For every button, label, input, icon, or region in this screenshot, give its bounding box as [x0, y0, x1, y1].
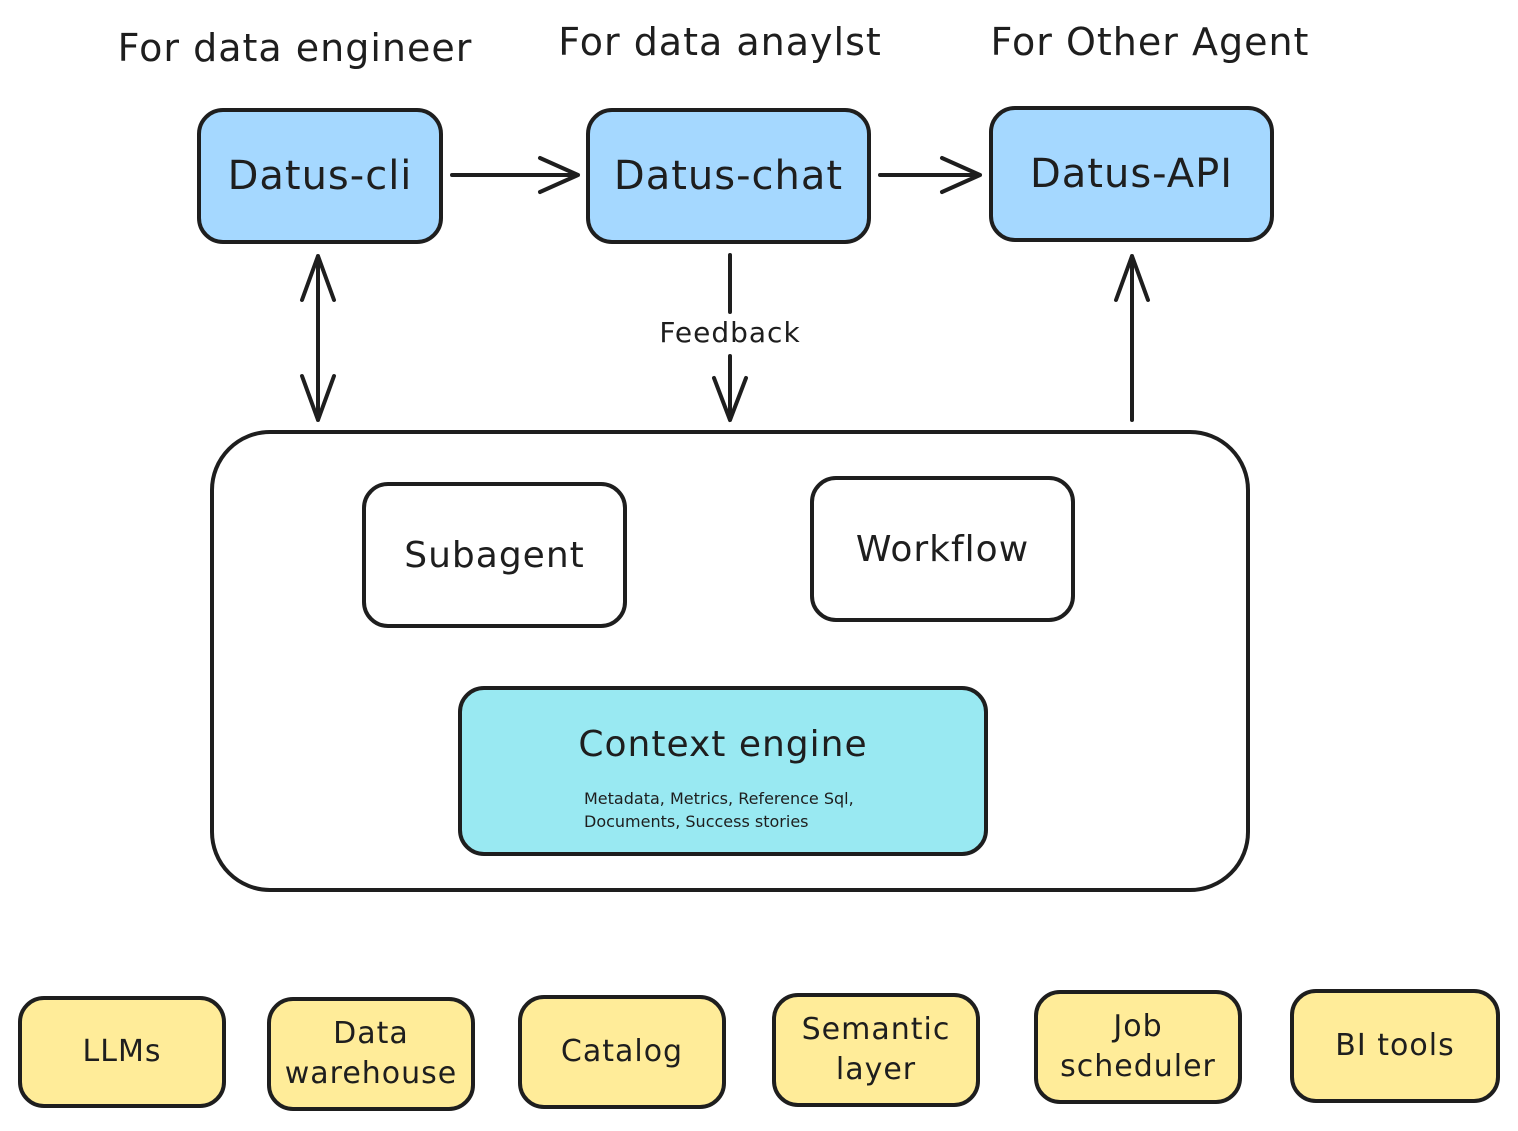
heading-other-agent: For Other Agent [990, 20, 1310, 64]
subagent-node: Subagent [362, 482, 627, 628]
datus-cli-node: Datus-cli [197, 108, 443, 244]
source-semantic-layer-line2: layer [835, 1052, 917, 1087]
feedback-label: Feedback [659, 316, 801, 349]
datus-cli-label: Datus-cli [227, 153, 413, 199]
arrow-chat-feedback-bottom [712, 354, 748, 422]
arrow-cli-core-bidirectional [300, 254, 336, 422]
source-job-scheduler-line1: Job [1113, 1009, 1163, 1044]
workflow-node: Workflow [810, 476, 1075, 622]
datus-api-label: Datus-API [1029, 151, 1234, 197]
context-engine-title: Context engine [578, 724, 868, 765]
datus-api-node: Datus-API [989, 106, 1274, 242]
workflow-label: Workflow [855, 528, 1030, 570]
source-data-warehouse-line2: warehouse [284, 1056, 458, 1091]
source-llms: LLMs [18, 996, 226, 1108]
source-job-scheduler: Job scheduler [1034, 990, 1242, 1104]
arrow-chat-to-api [878, 156, 982, 194]
context-engine-detail-line1: Metadata, Metrics, Reference Sql, [584, 789, 854, 808]
datus-chat-node: Datus-chat [586, 108, 871, 244]
source-semantic-layer: Semantic layer [772, 993, 980, 1107]
source-catalog-label: Catalog [560, 1034, 684, 1069]
arrow-core-to-api [1114, 254, 1150, 422]
context-engine-detail: Metadata, Metrics, Reference Sql, Docume… [584, 787, 854, 833]
source-bi-tools: BI tools [1290, 989, 1500, 1103]
source-job-scheduler-line2: scheduler [1060, 1049, 1216, 1084]
arrow-cli-to-chat [450, 156, 580, 194]
source-data-warehouse-line1: Data [333, 1016, 409, 1051]
source-catalog: Catalog [518, 995, 726, 1109]
source-llms-label: LLMs [82, 1034, 162, 1069]
source-semantic-layer-line1: Semantic [801, 1012, 951, 1047]
source-data-warehouse: Data warehouse [267, 997, 475, 1111]
heading-data-engineer: For data engineer [117, 26, 473, 70]
heading-data-analyst: For data anaylst [558, 20, 882, 64]
context-engine-node: Context engine Metadata, Metrics, Refere… [458, 686, 988, 856]
subagent-label: Subagent [404, 534, 585, 576]
datus-chat-label: Datus-chat [613, 153, 844, 199]
source-bi-tools-label: BI tools [1335, 1028, 1455, 1063]
context-engine-detail-line2: Documents, Success stories [584, 812, 809, 831]
